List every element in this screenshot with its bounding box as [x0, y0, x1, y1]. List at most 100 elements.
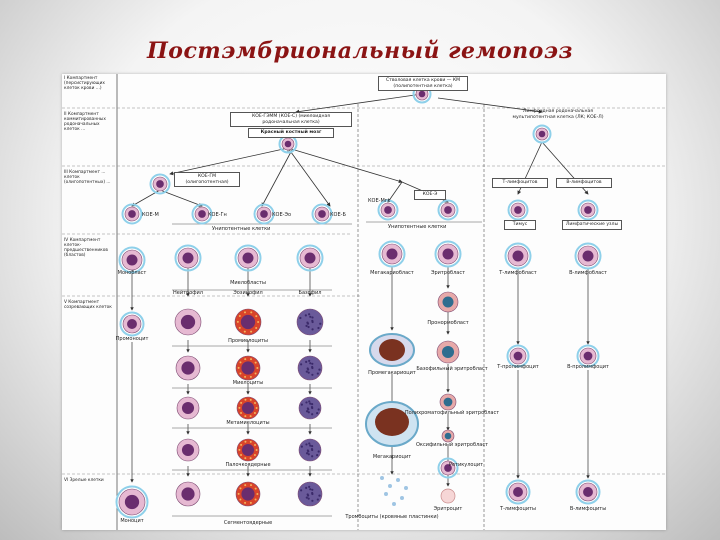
oxyphilic-label: Оксифильный эритробласт	[416, 442, 488, 448]
myelocyte-b-cell-icon	[297, 355, 323, 381]
koe-eo-label: КОЕ-Эо	[272, 212, 291, 218]
monoblast-cell-icon	[118, 246, 146, 274]
band-label: Палочкоядерные	[225, 462, 271, 468]
t-precursor-box: Т-лимфоцитов	[492, 178, 548, 188]
basophil-label: Базофил	[298, 290, 322, 296]
stem-cell-box: Стволовая клетка крови — КМ (полипотентн…	[378, 76, 468, 91]
band-b-cell-icon	[298, 438, 322, 462]
metamyelocyte-n-cell-icon	[176, 396, 200, 420]
metamyelocyte-b-cell-icon	[298, 396, 322, 420]
koe-b-label: КОЕ-Б	[330, 212, 346, 218]
maturation-arrows	[130, 260, 590, 487]
b-lymphocyte-label: В-лимфоциты	[569, 506, 607, 512]
b-precursor-box: В-лимфоцитов	[556, 178, 612, 188]
koe-gm-box: КОЕ-ГМ (олигопотентная)	[174, 172, 240, 187]
stage-separators	[62, 107, 666, 475]
neutrophil-label: Нейтрофил	[173, 290, 203, 296]
b-prolymphocyte-cell-icon	[576, 344, 600, 368]
stage-label: IV Компартмент клеток-предшественников (…	[64, 238, 108, 258]
b-prolymphocyte-label: В-пролимфоцит	[567, 364, 609, 370]
koe-mgk-label: КОЕ-Мгк	[368, 198, 391, 204]
promyelocyte-b-cell-icon	[296, 308, 324, 336]
basophilic-erythroblast-label: Базофильный эритробласт	[416, 366, 488, 372]
b-lymphoblast-label: В-лимфобласт	[569, 270, 607, 276]
koe-gm-cell-icon	[149, 173, 171, 195]
myelocyte-e-cell-icon	[235, 355, 261, 381]
t-lymphocyte-cell-icon	[505, 479, 531, 505]
myeloblast-b-cell-icon	[296, 244, 324, 272]
segmented-e-cell-icon	[235, 481, 261, 507]
koe-e-cell-icon	[437, 199, 459, 221]
platelets-label: Тромбоциты (кровяные пластинки)	[345, 514, 439, 520]
koe-m-label: КОЕ-М	[142, 212, 159, 218]
monocyte-cell-icon	[115, 485, 149, 519]
erythrocyte-label: Эритроцит	[433, 506, 463, 512]
b-lymphoblast-cell-icon	[574, 242, 602, 270]
erythrocyte-cell-icon	[440, 488, 456, 504]
t-prolymphocyte-label: Т-пролимфоцит	[497, 364, 539, 370]
monocyte-label: Моноцит	[120, 518, 144, 524]
promegakaryocyte-label: Промегакариоцит	[368, 370, 416, 376]
megakaryoblast-cell-icon	[378, 240, 406, 268]
megakaryocyte-cell-icon	[365, 401, 419, 447]
stage-label: V Компартмент созревающих клеток	[64, 300, 112, 310]
stage-label: VI Зрелые клетки	[64, 478, 104, 483]
koe-b-cell-icon	[311, 203, 333, 225]
lymphoid-precursor-cell-icon	[532, 124, 552, 144]
eosinophil-label: Эозинофил	[233, 290, 263, 296]
metamyelocyte-e-cell-icon	[236, 396, 260, 420]
platelets-icon	[380, 476, 408, 506]
unipotent-label-2: Унипотентные клетки	[388, 224, 447, 230]
band-n-cell-icon	[176, 438, 200, 462]
koe-mgk-cell-icon	[377, 199, 399, 221]
koe-e-box: КОЕ-Э	[414, 190, 446, 200]
koe-m-cell-icon	[121, 203, 143, 225]
diagram-canvas	[62, 74, 666, 530]
koe-gn-label: КОЕ-Гн	[208, 212, 227, 218]
metamyelocytes-label: Метамиелоциты	[226, 420, 270, 426]
lymph-nodes-box: Лимфатические узлы	[562, 220, 622, 230]
stage-label: II Компартмент коммитированных родоначал…	[64, 112, 106, 132]
oxyphilic-cell-icon	[441, 429, 455, 443]
thymus-box: Тимус	[504, 220, 536, 230]
red-marrow-box: Красный костный мозг	[248, 128, 334, 138]
polychromatophilic-label: Полихроматофильный эритробласт	[404, 410, 500, 416]
cell-glyphs	[115, 84, 602, 519]
b-lymphocyte-cell-icon	[575, 479, 601, 505]
lymphoid-precursor-label: Лимфоидная родоначальная мультипотентная…	[512, 109, 604, 120]
hematopoiesis-diagram: I Компартмент (персистирующих клеток кро…	[62, 74, 666, 530]
koe-gemm-box: КОЕ-ГЭММ (КОЕ-С) (миелоидная родоначальн…	[230, 112, 352, 127]
polychromatophilic-cell-icon	[439, 393, 457, 411]
band-e-cell-icon	[236, 438, 260, 462]
segmented-b-cell-icon	[297, 481, 323, 507]
myeloblasts-label: Миелобласты	[230, 280, 266, 286]
unipotent-label: Унипотентные клетки	[212, 226, 271, 232]
t-lymphocyte-label: Т-лимфоциты	[500, 506, 536, 512]
stage-label: III Компартмент ... клеток (олигопотентн…	[64, 170, 111, 185]
proerythroblast-label: Пронормобласт	[427, 320, 469, 326]
megakaryocyte-label: Мегакариоцит	[372, 454, 412, 460]
myelocyte-n-cell-icon	[175, 355, 201, 381]
t-lymphoblast-cell-icon	[504, 242, 532, 270]
promyelocytes-label: Промиелоциты	[228, 338, 268, 344]
koe-gemm-cell-icon	[278, 134, 298, 154]
t-lymphoblast-label: Т-лимфобласт	[499, 270, 537, 276]
t-precursor-cell-icon	[507, 199, 529, 221]
myeloblast-n-cell-icon	[174, 244, 202, 272]
promegakaryocyte-cell-icon	[369, 333, 415, 367]
stage-label: I Компартмент (персистирующих клеток кро…	[64, 76, 105, 91]
promyelocyte-n-cell-icon	[174, 308, 202, 336]
monoblast-label: Монобласт	[117, 270, 147, 276]
koe-eo-cell-icon	[253, 203, 275, 225]
myelocytes-label: Миелоциты	[232, 380, 264, 386]
segmented-n-cell-icon	[175, 481, 201, 507]
basophilic-erythroblast-cell-icon	[436, 340, 460, 364]
promonocyte-cell-icon	[119, 311, 145, 337]
segmented-label: Сегментоядерные	[223, 520, 273, 526]
erythroblast-cell-icon	[434, 240, 462, 268]
t-prolymphocyte-cell-icon	[506, 344, 530, 368]
koe-gn-cell-icon	[191, 203, 213, 225]
promyelocyte-e-cell-icon	[234, 308, 262, 336]
promonocyte-label: Промоноцит	[115, 336, 149, 342]
